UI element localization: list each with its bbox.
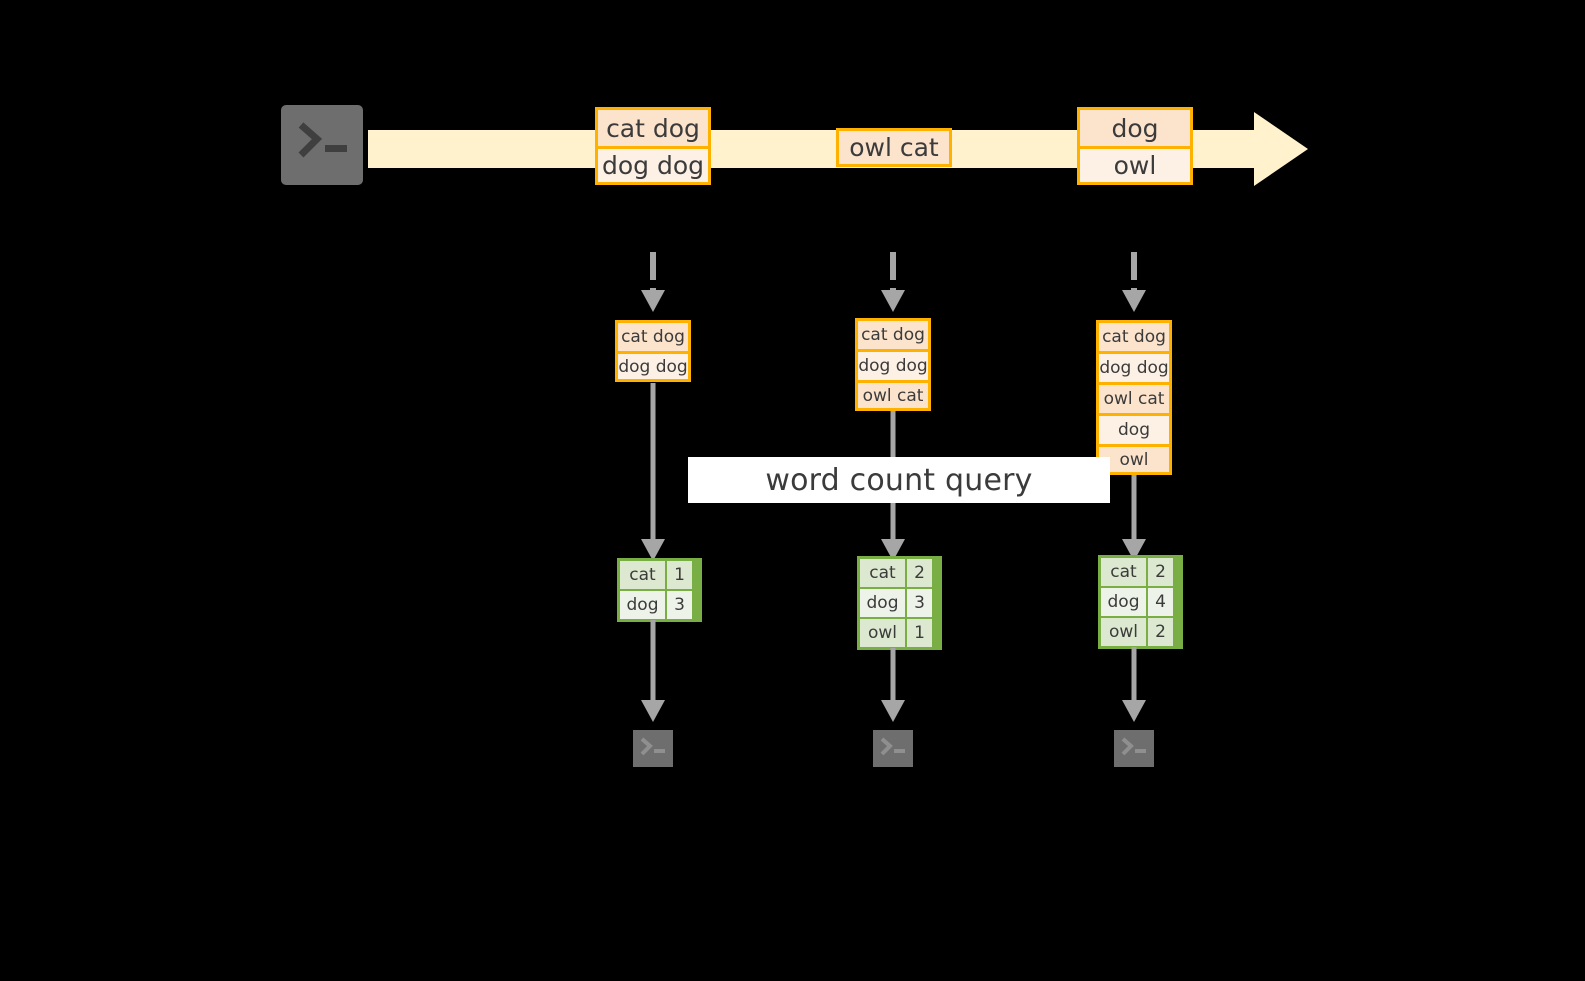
result-count: 4	[1148, 588, 1173, 616]
sink-terminal-icon-3	[1105, 721, 1163, 776]
result-row: dog 4	[1101, 588, 1180, 616]
result-count: 2	[1148, 558, 1173, 586]
result-word: dog	[1101, 588, 1146, 616]
stream-event-line: cat dog	[595, 107, 711, 146]
terminal-prompt-glyph	[873, 730, 913, 767]
result-row: owl 1	[860, 619, 939, 647]
accumulated-row: dog	[1096, 413, 1172, 444]
terminal-prompt-glyph	[633, 730, 673, 767]
result-word: dog	[620, 591, 665, 619]
result-word: cat	[620, 561, 665, 589]
snapshot-2-result-table: cat 2 dog 3 owl 1	[857, 556, 942, 650]
stream-event-line: owl cat	[836, 128, 952, 167]
result-count: 2	[1148, 618, 1173, 646]
terminal-prompt-glyph	[1114, 730, 1154, 767]
terminal-prompt-glyph	[281, 105, 363, 185]
stream-event-line: dog	[1077, 107, 1193, 146]
query-label-text: word count query	[765, 462, 1033, 498]
accumulated-row: owl	[1096, 444, 1172, 475]
stream-to-snapshot-connector-2	[877, 252, 909, 318]
stream-event-3: dog owl	[1077, 107, 1193, 185]
snapshot-1-accumulated-table: cat dog dog dog	[615, 320, 691, 382]
stream-event-1: cat dog dog dog	[595, 107, 711, 185]
result-count: 3	[667, 591, 692, 619]
result-count: 2	[907, 559, 932, 587]
accumulated-row: owl cat	[855, 380, 931, 411]
result-count: 1	[907, 619, 932, 647]
sink-connector-1	[637, 620, 669, 725]
result-count: 1	[667, 561, 692, 589]
stream-to-snapshot-connector-3	[1118, 252, 1150, 318]
result-row: cat 1	[620, 561, 699, 589]
accumulated-row: dog dog	[615, 351, 691, 382]
snapshot-3-accumulated-table: cat dog dog dog owl cat dog owl	[1096, 320, 1172, 475]
result-row: cat 2	[1101, 558, 1180, 586]
stream-event-line: owl	[1077, 146, 1193, 185]
accumulated-row: dog dog	[1096, 351, 1172, 382]
result-row: dog 3	[860, 589, 939, 617]
accumulated-row: cat dog	[1096, 320, 1172, 351]
accumulated-row: cat dog	[855, 318, 931, 349]
stream-event-line: dog dog	[595, 146, 711, 185]
result-row: cat 2	[860, 559, 939, 587]
snapshot-3-result-table: cat 2 dog 4 owl 2	[1098, 555, 1183, 649]
stream-to-snapshot-connector-1	[637, 252, 669, 318]
result-count: 3	[907, 589, 932, 617]
sink-terminal-icon-1	[624, 721, 682, 776]
query-connector-3	[1118, 475, 1150, 565]
accumulated-row: cat dog	[615, 320, 691, 351]
sink-terminal-icon-2	[864, 721, 922, 776]
result-word: dog	[860, 589, 905, 617]
source-terminal-icon	[272, 96, 372, 194]
snapshot-1-result-table: cat 1 dog 3	[617, 558, 702, 622]
result-row: dog 3	[620, 591, 699, 619]
result-row: owl 2	[1101, 618, 1180, 646]
stream-event-2: owl cat	[836, 128, 952, 167]
result-word: cat	[1101, 558, 1146, 586]
result-word: cat	[860, 559, 905, 587]
snapshot-2-accumulated-table: cat dog dog dog owl cat	[855, 318, 931, 411]
query-label-band: word count query	[688, 457, 1110, 503]
result-word: owl	[860, 619, 905, 647]
result-word: owl	[1101, 618, 1146, 646]
accumulated-row: dog dog	[855, 349, 931, 380]
accumulated-row: owl cat	[1096, 382, 1172, 413]
query-connector-1	[637, 383, 669, 565]
sink-connector-2	[877, 648, 909, 725]
sink-connector-3	[1118, 647, 1150, 725]
